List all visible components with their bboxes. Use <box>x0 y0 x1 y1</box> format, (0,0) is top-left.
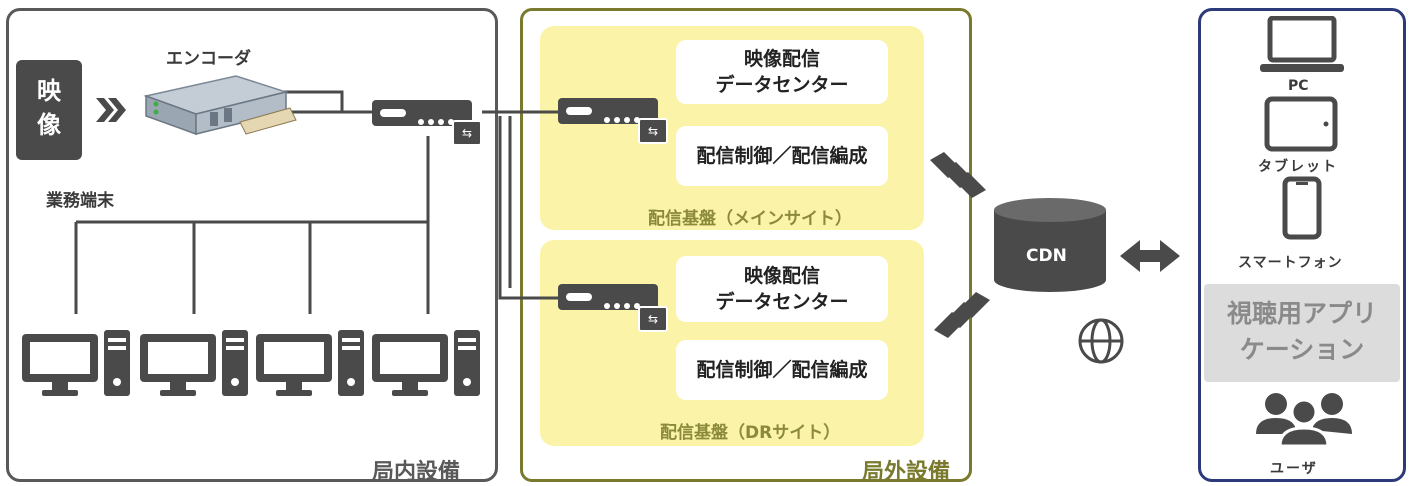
dr-site-switch-icon: ⇆ <box>638 306 668 332</box>
cdn-database-icon <box>994 198 1106 292</box>
main-control-box: 配信制御／配信編成 <box>676 126 888 186</box>
dr-platform-caption: 配信基盤（DRサイト） <box>660 423 841 443</box>
pc-label: PC <box>1288 78 1309 94</box>
smartphone-label: スマートフォン <box>1238 255 1343 271</box>
router-leds <box>604 108 650 123</box>
dr-control-box: 配信制御／配信編成 <box>676 340 888 400</box>
terminals-label: 業務端末 <box>46 191 114 211</box>
out-station-label: 局外設備 <box>862 460 951 485</box>
smartphone-icon <box>1282 176 1322 240</box>
stream-arrows-dr <box>934 292 990 338</box>
router-indicator <box>380 109 406 117</box>
router-indicator <box>566 107 592 115</box>
users-label: ユーザ <box>1270 461 1318 477</box>
core-switch-icon: ⇆ <box>452 120 482 146</box>
video-chevrons <box>96 98 126 122</box>
laptop-icon <box>1260 16 1344 72</box>
viewer-app-box: 視聴用アプリ ケーション <box>1204 284 1400 382</box>
globe-icon <box>1078 318 1124 364</box>
encoder-icon <box>143 75 297 136</box>
users-icon <box>1256 393 1352 446</box>
dr-datacenter-box: 映像配信 データセンター <box>676 256 888 322</box>
main-site-switch-icon: ⇆ <box>638 118 668 144</box>
main-site-router <box>558 98 658 124</box>
main-platform-caption: 配信基盤（メインサイト） <box>648 209 852 229</box>
cdn-label: CDN <box>1026 246 1067 266</box>
in-station-label: 局内設備 <box>372 460 461 485</box>
user-side-panel <box>1198 8 1406 482</box>
tablet-label: タブレット <box>1258 159 1338 175</box>
in-station-panel <box>6 8 498 482</box>
router-leds <box>604 294 650 309</box>
encoder-label: エンコーダ <box>166 49 251 69</box>
router-leds <box>418 110 464 125</box>
router-indicator <box>566 293 592 301</box>
out-station-panel <box>520 8 972 482</box>
tablet-icon <box>1264 96 1338 152</box>
video-source: 映 像 <box>16 60 82 160</box>
computer-icon <box>22 330 130 396</box>
dr-site-router <box>558 284 658 310</box>
main-datacenter-box: 映像配信 データセンター <box>676 40 888 104</box>
terminal-computers <box>22 330 480 396</box>
stream-arrows-main <box>930 152 986 198</box>
